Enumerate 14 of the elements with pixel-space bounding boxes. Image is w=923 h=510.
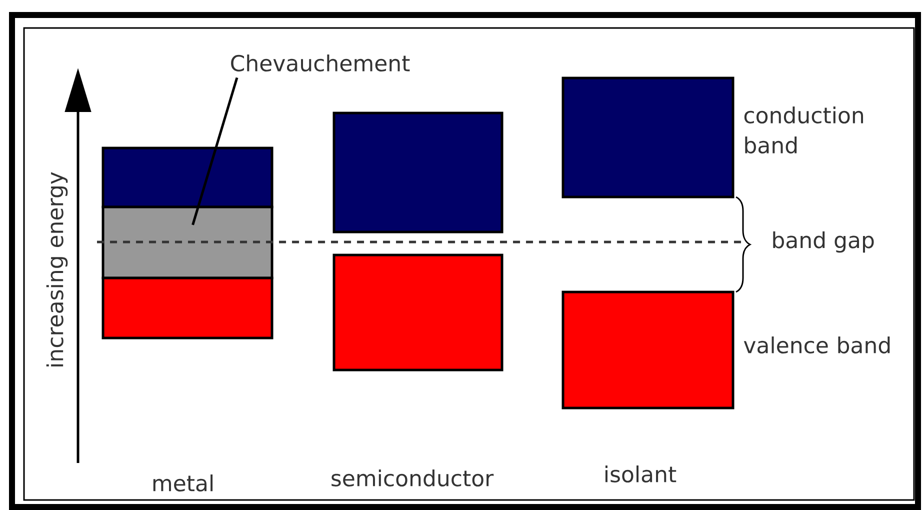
callout-text: Chevauchement [231,54,410,72]
conduction-band [562,76,734,198]
valence-band [562,290,734,410]
overlap-band [102,206,274,280]
band-gap-label: band gap [773,231,874,253]
column-label: isolant [605,465,676,482]
leader-line [192,77,238,226]
conduction-band [332,112,504,234]
axis-label: increasing energy [46,172,68,366]
conduction-band [102,146,274,208]
valence-band [332,254,504,372]
column-label: semiconductor [332,469,494,486]
valence-band [102,276,274,340]
column-label: metal [153,474,213,492]
